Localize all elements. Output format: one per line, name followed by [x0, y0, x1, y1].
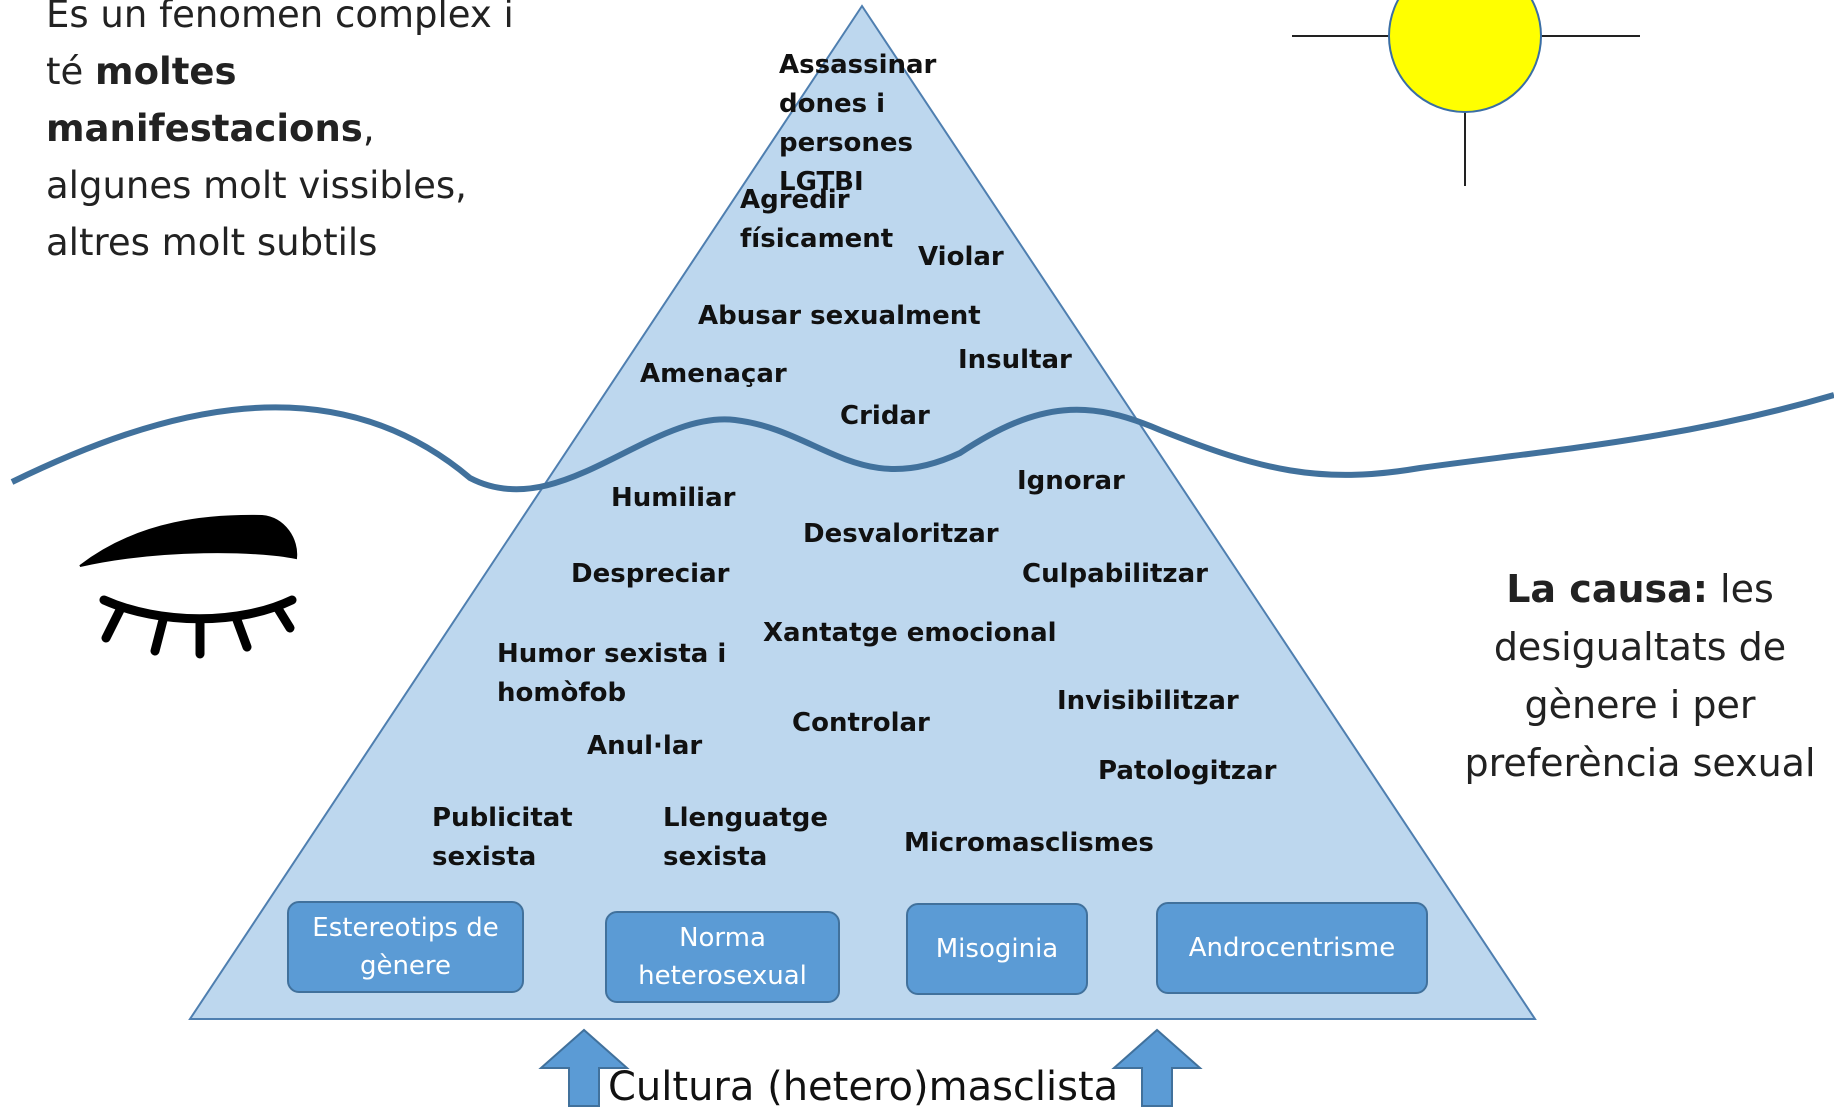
label-controlar: Controlar — [792, 708, 930, 738]
intro-part2: , algunes molt vissibles, altres molt su… — [46, 107, 467, 264]
label-micromasclismes: Micromasclismes — [904, 828, 1154, 858]
label-humor: Humor sexista i homòfob — [497, 639, 727, 708]
label-cridar: Cridar — [840, 401, 930, 431]
label-invisibilitzar: Invisibilitzar — [1057, 686, 1239, 716]
label-anular: Anul·lar — [587, 731, 703, 761]
pyramid — [188, 4, 1537, 1020]
up-arrow-left-icon — [538, 1028, 630, 1107]
label-humiliar: Humiliar — [611, 483, 736, 513]
label-insultar: Insultar — [958, 345, 1072, 375]
box-norma: Norma heterosexual — [605, 911, 840, 1003]
label-xantatge: Xantatge emocional — [763, 618, 1057, 648]
label-ignorar: Ignorar — [1017, 466, 1125, 496]
cause-bold: La causa: — [1506, 567, 1708, 611]
label-amenacar: Amenaçar — [640, 359, 787, 389]
box-misoginia: Misoginia — [906, 903, 1088, 995]
label-despreciar: Despreciar — [571, 559, 730, 589]
label-publicitat: Publicitat sexista — [432, 803, 573, 872]
waterline — [10, 392, 1834, 493]
label-patologitzar: Patologitzar — [1098, 756, 1277, 786]
label-violar: Violar — [918, 242, 1004, 272]
cause-rest: les desigualtats de gènere i per preferè… — [1464, 567, 1816, 785]
sun-icon — [1292, 0, 1640, 186]
up-arrow-right-icon — [1111, 1028, 1203, 1107]
intro-text: Es un fenomen complex i té moltes manife… — [46, 0, 516, 271]
cause-text: La causa: les desigualtats de gènere i p… — [1450, 560, 1830, 792]
culture-label: Cultura (hetero)masclista — [608, 1064, 1119, 1110]
label-desvaloritzar: Desvaloritzar — [803, 519, 999, 549]
label-agredir: Agredir físicament — [740, 185, 894, 254]
box-androcentrisme: Androcentrisme — [1156, 902, 1428, 994]
intro-part1: Es un fenomen complex i té — [46, 0, 514, 93]
intro-bold: moltes manifestacions — [46, 50, 363, 150]
label-assassinar: Assassinar dones i persones LGTBI — [779, 50, 937, 197]
closed-eye-icon — [79, 514, 298, 659]
label-abusar: Abusar sexualment — [698, 301, 981, 331]
label-culpabilitzar: Culpabilitzar — [1022, 559, 1208, 589]
label-llenguatge: Llenguatge sexista — [663, 803, 828, 872]
box-estereotips: Estereotips de gènere — [287, 901, 524, 993]
